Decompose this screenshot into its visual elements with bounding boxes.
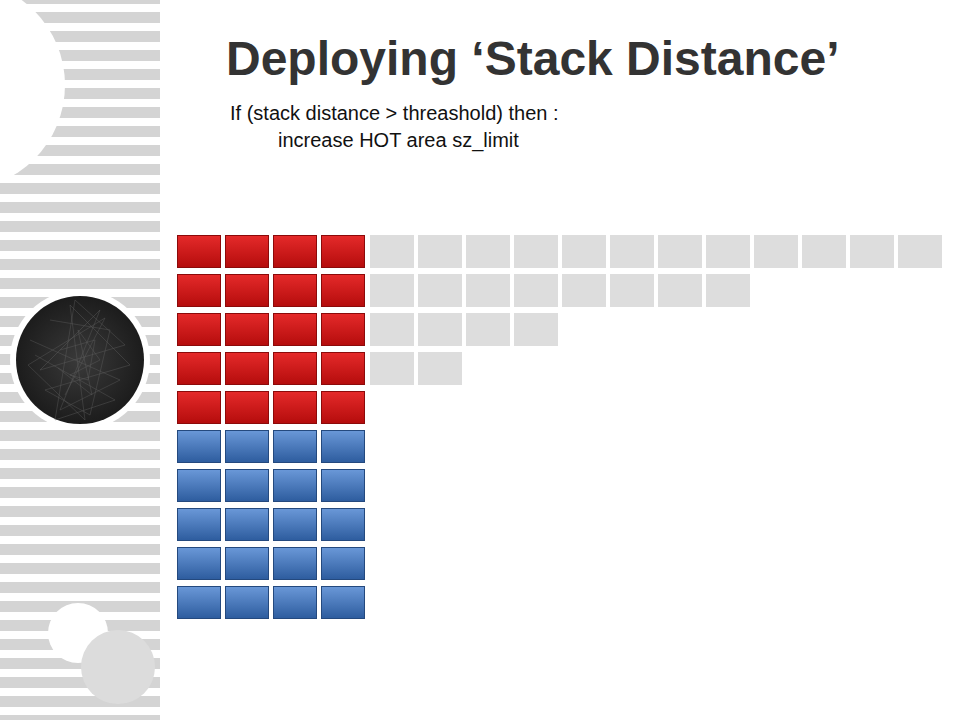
hot-area-blocks [177, 235, 369, 430]
pseudocode-line: increase HOT area sz_limit [278, 128, 519, 152]
network-ball [16, 296, 144, 424]
stack-distance-bar [370, 274, 754, 307]
stack-distance-bar [370, 235, 946, 268]
ball-ring [10, 290, 150, 430]
pseudocode-line: If (stack distance > threashold) then : [230, 101, 559, 125]
cold-area-blocks [177, 430, 369, 625]
stripe-cutout [0, 0, 65, 190]
network-texture [28, 300, 130, 420]
deco-circle [81, 630, 155, 704]
slide-title: Deploying ‘Stack Distance’ [226, 33, 840, 86]
stack-distance-bar [370, 352, 466, 385]
stack-distance-bar [370, 313, 562, 346]
